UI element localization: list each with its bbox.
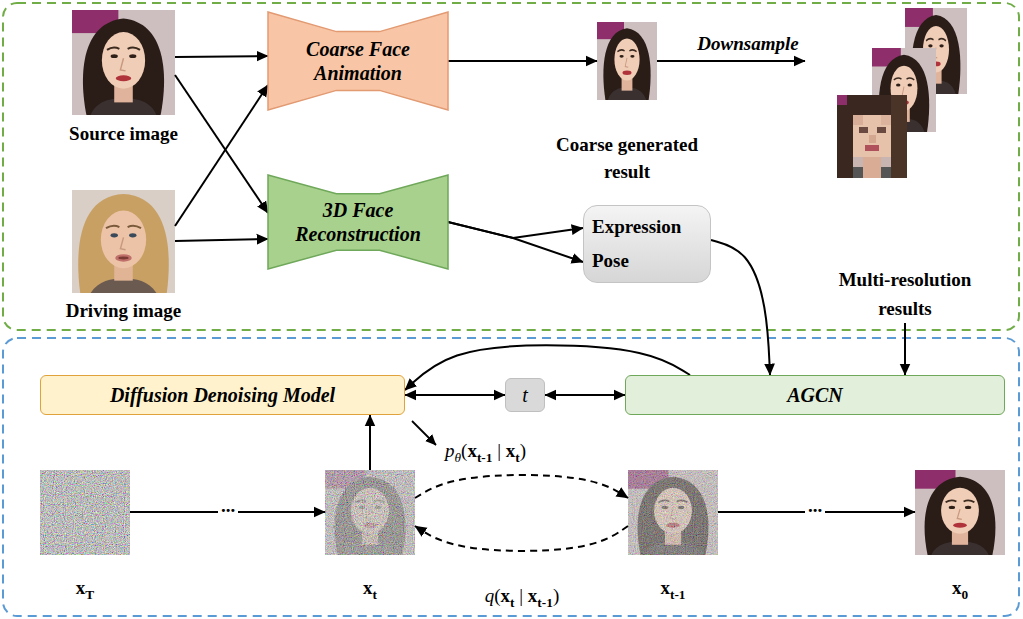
math-part: | xyxy=(515,585,528,606)
image-node: xT xyxy=(40,470,130,555)
math-part: T xyxy=(85,587,94,602)
math-part: x xyxy=(660,577,670,598)
leader-arrow xyxy=(412,421,436,445)
connector-arrow xyxy=(448,222,583,238)
block-label: AGCN xyxy=(787,383,843,407)
block-label: Expression xyxy=(592,216,681,239)
math-part: ) xyxy=(553,585,559,606)
image-caption: Driving image xyxy=(66,298,182,325)
image-node: Driving image xyxy=(72,190,175,293)
connector-arrow xyxy=(448,60,597,62)
connector-group xyxy=(130,56,915,551)
network-block: 3D Face Reconstruction xyxy=(268,175,448,269)
connector-arrow xyxy=(415,475,628,498)
connector-arrow xyxy=(405,394,505,396)
math-part: 0 xyxy=(961,587,968,602)
math-part: t xyxy=(515,450,519,465)
formula-label: pθ(xt-1 | xt) xyxy=(442,440,529,464)
math-part: x xyxy=(467,440,477,461)
face-photo xyxy=(597,22,657,100)
connector-arrow xyxy=(904,323,906,375)
image-caption: xt-1 xyxy=(660,575,685,602)
block-label: t xyxy=(522,383,528,407)
connector-arrow xyxy=(448,222,583,262)
image-node: xt-1 xyxy=(628,470,718,555)
image-caption: x0 xyxy=(952,575,968,602)
math-part: t xyxy=(510,595,514,610)
edge-label: q(xt | xt-1) xyxy=(482,585,562,609)
connector-arrow xyxy=(415,526,628,551)
image-caption: Multi-resolution results xyxy=(820,266,990,323)
image-node: x0 xyxy=(915,470,1005,555)
connector-arrow xyxy=(175,56,268,57)
math-part: t-1 xyxy=(537,595,553,610)
connector-arrow xyxy=(175,239,268,241)
math-part: | xyxy=(492,440,505,461)
dashed-region xyxy=(3,338,1019,616)
network-block: Coarse Face Animation xyxy=(268,12,448,110)
math-part: t-1 xyxy=(670,587,686,602)
connector-arrow xyxy=(175,85,268,226)
math-part: x xyxy=(76,577,86,598)
block-label: Pose xyxy=(592,250,629,273)
face-photo xyxy=(72,190,175,293)
noise-image xyxy=(40,470,130,555)
image-caption: Coarse generated result xyxy=(539,132,715,185)
pixelated-face xyxy=(837,95,907,178)
edge-label: ... xyxy=(218,495,238,518)
math-part: t-1 xyxy=(477,450,493,465)
math-part: p xyxy=(445,440,455,461)
image-node: Coarse generated result xyxy=(597,22,657,100)
connector-arrow xyxy=(545,394,625,396)
math-part: t xyxy=(373,587,377,602)
image-caption: xt xyxy=(363,575,377,602)
bowtie-shape xyxy=(268,12,448,110)
edge-label: Downsample xyxy=(694,33,801,56)
math-part: x xyxy=(506,440,516,461)
noisy-face xyxy=(325,470,415,555)
math-part: x xyxy=(501,585,511,606)
bowtie-outline xyxy=(268,175,448,269)
block-label: 3D Face Reconstruction xyxy=(288,198,428,246)
feature-box: ExpressionPose xyxy=(583,205,711,283)
math-part: x xyxy=(528,585,538,606)
image-caption: xT xyxy=(76,575,94,602)
connector-arrow xyxy=(711,240,770,375)
dashed-region xyxy=(3,3,1019,330)
process-box: Diffusion Denoising Model xyxy=(40,375,405,415)
math-part: ( xyxy=(494,585,500,606)
connector-arrow xyxy=(369,415,371,470)
image-caption: Source image xyxy=(69,121,178,148)
image-node: xt xyxy=(325,470,415,555)
math-part: θ xyxy=(455,450,462,465)
process-box: AGCN xyxy=(625,375,1005,415)
block-label: Diffusion Denoising Model xyxy=(110,383,335,407)
connector-arrow xyxy=(175,75,268,213)
face-photo xyxy=(72,10,175,115)
image-stack: Multi-resolution results xyxy=(805,5,1005,323)
math-part: ) xyxy=(520,440,526,461)
math-part: x xyxy=(363,577,373,598)
math-part: ( xyxy=(461,440,467,461)
bowtie-shape xyxy=(268,175,448,269)
edge-label: ... xyxy=(805,495,825,518)
math-part: x xyxy=(952,577,962,598)
timestep-box: t xyxy=(505,378,545,412)
face-photo xyxy=(915,470,1005,555)
math-part: q xyxy=(485,585,495,606)
connector-arrow xyxy=(657,60,805,62)
noisy-face xyxy=(628,470,718,555)
bowtie-outline xyxy=(268,12,448,110)
block-label: Coarse Face Animation xyxy=(288,37,428,85)
image-node: Source image xyxy=(72,10,175,115)
